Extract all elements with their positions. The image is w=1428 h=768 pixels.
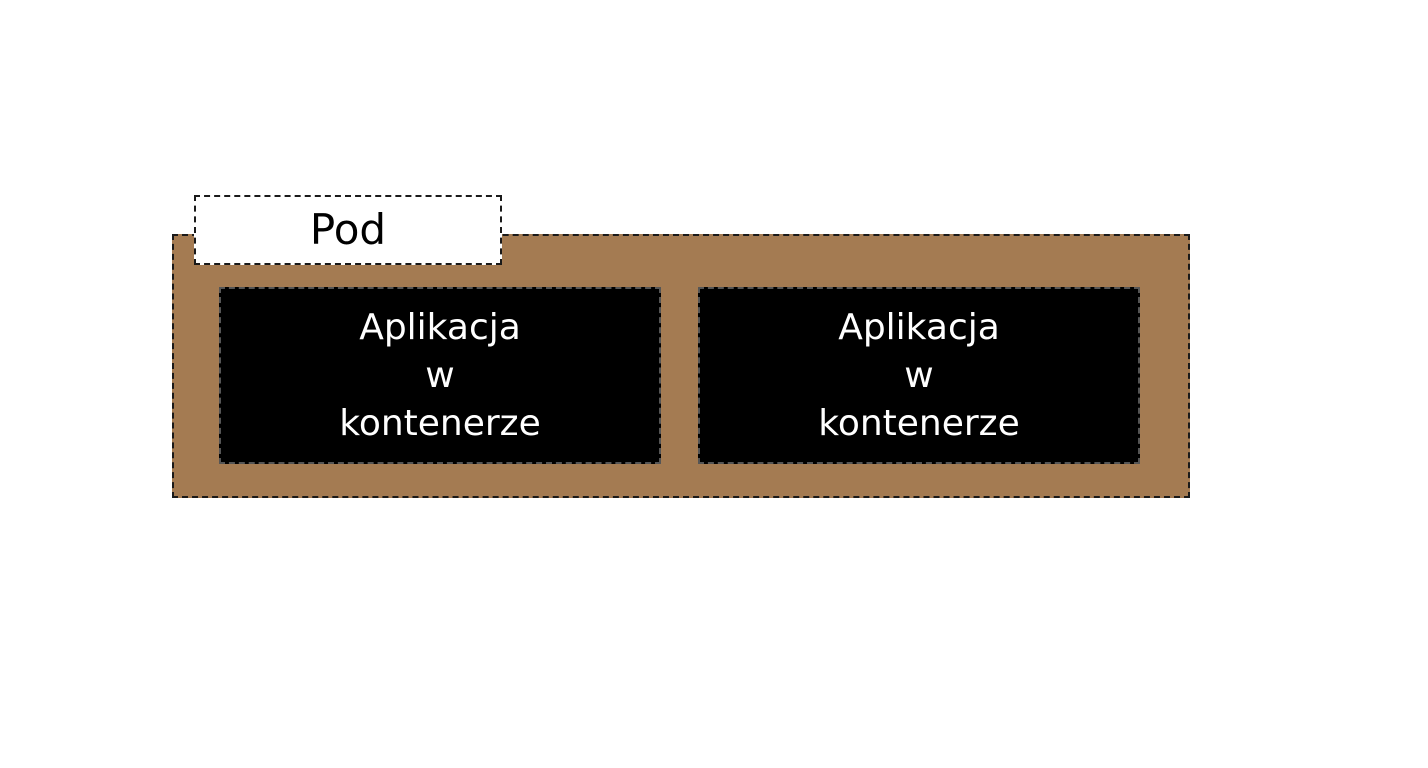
- container-1-line-2: w: [425, 354, 455, 396]
- container-2-line-1: Aplikacja: [838, 306, 1000, 348]
- container-2-line-2: w: [904, 354, 934, 396]
- container-2-line-3: kontenerze: [818, 402, 1020, 444]
- container-box-1: Aplikacja w kontenerze: [219, 287, 661, 464]
- container-1-line-1: Aplikacja: [359, 306, 521, 348]
- pod-label: Pod: [309, 205, 387, 254]
- container-1-line-3: kontenerze: [339, 402, 541, 444]
- container-box-2: Aplikacja w kontenerze: [698, 287, 1140, 464]
- pod-label-tab: Pod: [194, 195, 502, 265]
